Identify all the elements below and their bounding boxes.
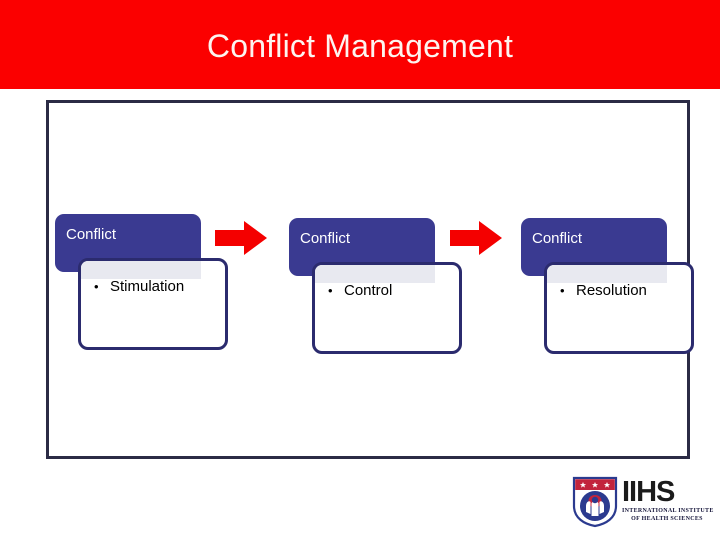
title-band: Conflict Management bbox=[0, 0, 720, 89]
bullet-icon: • bbox=[328, 283, 333, 298]
logo-text-block: IIHS INTERNATIONAL INSTITUTE OF HEALTH S… bbox=[622, 476, 714, 523]
stage-bullet-item: • Stimulation bbox=[94, 277, 225, 297]
stage-item-label: Resolution bbox=[576, 282, 647, 299]
arrow-right-icon bbox=[450, 221, 502, 255]
page-title: Conflict Management bbox=[206, 28, 514, 64]
stage-body-box: • Stimulation bbox=[78, 258, 228, 350]
logo-subtitle-line1: INTERNATIONAL INSTITUTE bbox=[622, 508, 714, 514]
stage-group-resolution: Conflict • Resolution bbox=[521, 209, 701, 354]
stage-body-box: • Resolution bbox=[544, 262, 694, 354]
stage-item-label: Control bbox=[344, 282, 393, 299]
iihs-logo: IIHS INTERNATIONAL INSTITUTE OF HEALTH S… bbox=[572, 476, 714, 532]
stage-header-label: Conflict bbox=[300, 230, 351, 247]
stage-group-stimulation: Conflict • Stimulation bbox=[55, 205, 235, 350]
stage-group-control: Conflict • Control bbox=[289, 209, 469, 354]
stage-body-shade bbox=[81, 261, 201, 279]
shield-crest-icon bbox=[572, 476, 618, 528]
stage-body-box: • Control bbox=[312, 262, 462, 354]
stage-header-label: Conflict bbox=[66, 226, 117, 243]
stage-bullet-item: • Resolution bbox=[560, 281, 691, 301]
stage-bullet-item: • Control bbox=[328, 281, 459, 301]
bullet-icon: • bbox=[94, 279, 99, 294]
logo-initials: IIHS bbox=[622, 476, 675, 508]
stage-body-shade bbox=[315, 265, 435, 283]
stage-body-shade bbox=[547, 265, 667, 283]
bullet-icon: • bbox=[560, 283, 565, 298]
arrow-right-icon bbox=[215, 221, 267, 255]
stage-item-label: Stimulation bbox=[110, 278, 185, 295]
logo-subtitle-line2: OF HEALTH SCIENCES bbox=[631, 516, 703, 522]
stage-header-label: Conflict bbox=[532, 230, 583, 247]
